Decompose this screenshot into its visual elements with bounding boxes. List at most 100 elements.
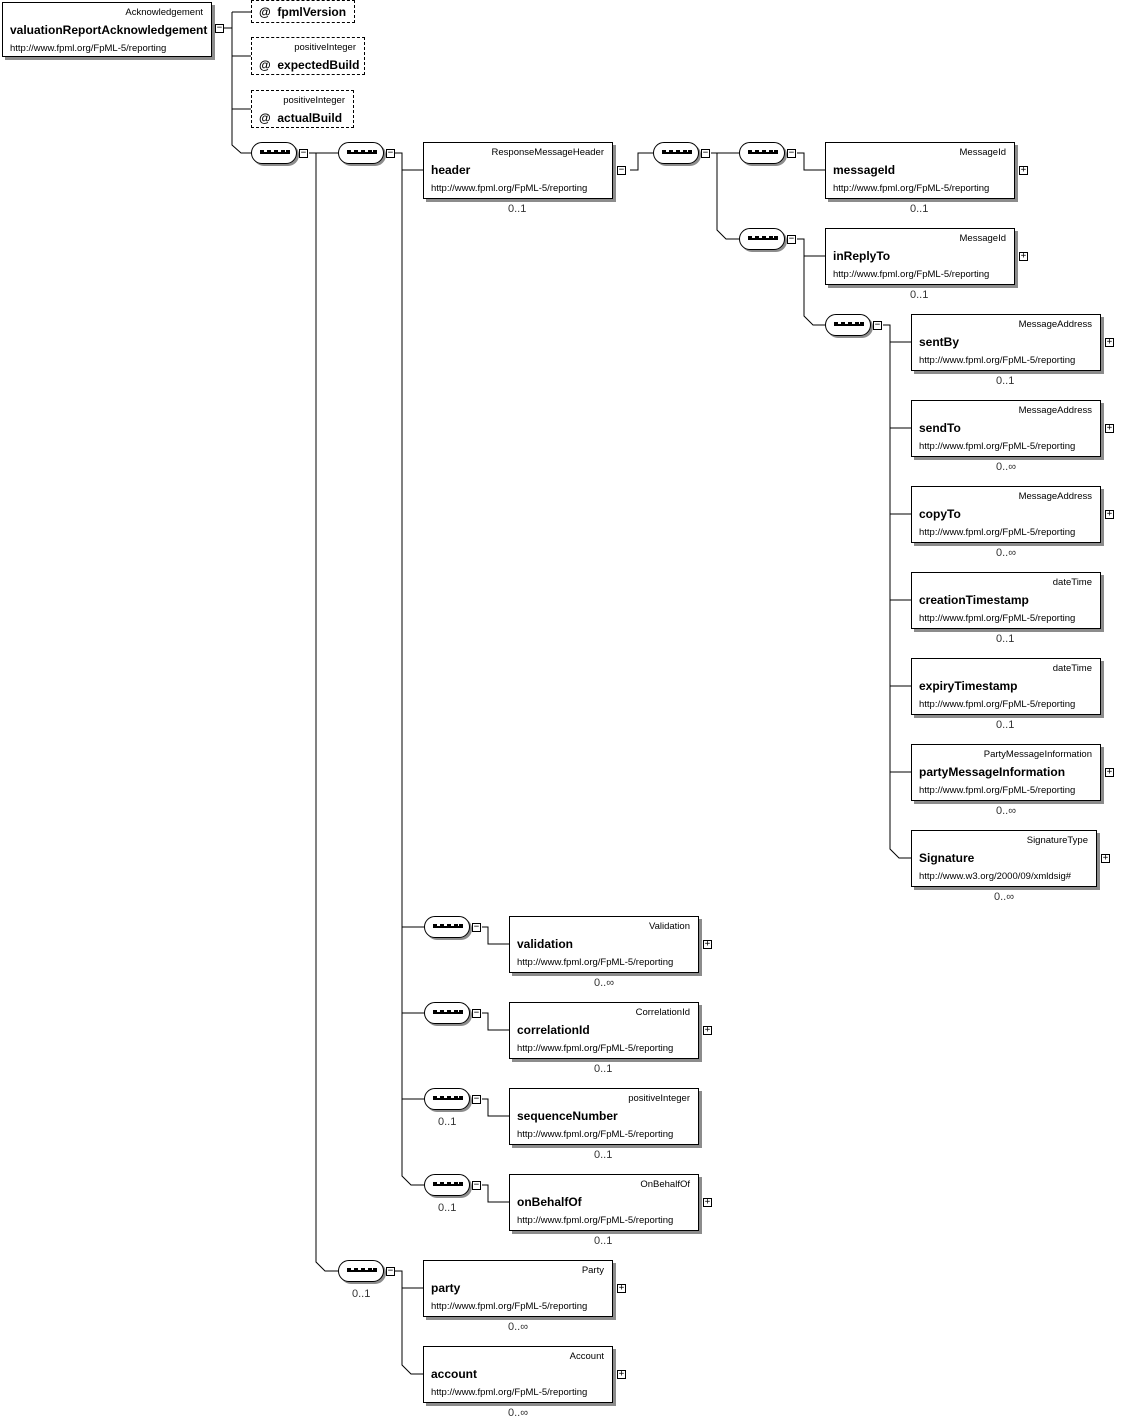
expand-toggle-icon[interactable]: + bbox=[1019, 251, 1028, 261]
sequence-compositor-icon[interactable] bbox=[251, 142, 297, 164]
collapse-toggle-icon[interactable]: − bbox=[386, 1266, 395, 1276]
expand-toggle-icon[interactable]: + bbox=[1105, 337, 1114, 347]
element-namespace: http://www.fpml.org/FpML-5/reporting bbox=[833, 183, 990, 194]
sequence-compositor-icon[interactable] bbox=[739, 228, 785, 250]
collapse-toggle-icon[interactable]: − bbox=[617, 165, 626, 175]
element-validation[interactable]: Validation validation http://www.fpml.org/… bbox=[509, 916, 699, 973]
element-namespace: http://www.fpml.org/FpML-5/reporting bbox=[431, 1301, 588, 1312]
collapse-toggle-icon[interactable]: − bbox=[299, 148, 308, 158]
sequence-compositor-icon[interactable] bbox=[424, 916, 470, 938]
attribute-expectedBuild[interactable]: positiveInteger @ expectedBuild bbox=[251, 37, 365, 75]
connector-line bbox=[309, 152, 338, 1272]
connector-line bbox=[883, 324, 911, 859]
sequence-compositor-icon[interactable] bbox=[825, 314, 871, 336]
element-type: dateTime bbox=[1052, 663, 1092, 674]
collapse-toggle-icon[interactable]: − bbox=[215, 23, 224, 33]
connector-line bbox=[482, 926, 509, 945]
element-name: party bbox=[431, 1281, 461, 1295]
cardinality-label: 0..∞ bbox=[996, 461, 1017, 473]
element-type: PartyMessageInformation bbox=[983, 749, 1092, 760]
expand-toggle-icon[interactable]: + bbox=[703, 1197, 712, 1207]
collapse-toggle-icon[interactable]: − bbox=[472, 1094, 481, 1104]
element-name: copyTo bbox=[919, 507, 961, 521]
element-name: sequenceNumber bbox=[517, 1109, 618, 1123]
element-type: OnBehalfOf bbox=[640, 1179, 690, 1190]
expand-toggle-icon[interactable]: + bbox=[1105, 423, 1114, 433]
sequence-compositor-icon[interactable] bbox=[338, 142, 384, 164]
attribute-fpmlVersion[interactable]: @ fpmlVersion bbox=[251, 0, 355, 23]
element-namespace: http://www.fpml.org/FpML-5/reporting bbox=[919, 785, 1076, 796]
attribute-label: @ actualBuild bbox=[259, 111, 343, 125]
cardinality-label: 0..∞ bbox=[508, 1407, 529, 1419]
collapse-toggle-icon[interactable]: − bbox=[472, 1180, 481, 1190]
cardinality-label: 0..∞ bbox=[996, 547, 1017, 559]
collapse-toggle-icon[interactable]: − bbox=[873, 320, 882, 330]
attribute-type: positiveInteger bbox=[294, 42, 356, 53]
expand-toggle-icon[interactable]: + bbox=[1105, 509, 1114, 519]
connector-line bbox=[630, 152, 653, 171]
element-namespace: http://www.fpml.org/FpML-5/reporting bbox=[919, 527, 1076, 538]
collapse-toggle-icon[interactable]: − bbox=[787, 148, 796, 158]
cardinality-label: 0..1 bbox=[594, 1063, 613, 1075]
attribute-type: positiveInteger bbox=[283, 95, 345, 106]
element-namespace: http://www.fpml.org/FpML-5/reporting bbox=[517, 957, 674, 968]
expand-toggle-icon[interactable]: + bbox=[617, 1369, 626, 1379]
collapse-toggle-icon[interactable]: − bbox=[787, 234, 796, 244]
attribute-actualBuild[interactable]: positiveInteger @ actualBuild bbox=[251, 90, 354, 128]
sequence-cardinality-label: 0..1 bbox=[438, 1202, 457, 1214]
element-namespace: http://www.fpml.org/FpML-5/reporting bbox=[431, 1387, 588, 1398]
root-element-box[interactable]: Acknowledgement valuationReportAcknowled… bbox=[2, 2, 212, 57]
element-type: Acknowledgement bbox=[125, 7, 203, 18]
element-name: onBehalfOf bbox=[517, 1195, 582, 1209]
collapse-toggle-icon[interactable]: − bbox=[472, 922, 481, 932]
element-type: MessageAddress bbox=[1018, 405, 1092, 416]
sequence-compositor-icon[interactable] bbox=[338, 1260, 384, 1282]
cardinality-label: 0..1 bbox=[996, 375, 1015, 387]
element-namespace: http://www.fpml.org/FpML-5/reporting bbox=[833, 269, 990, 280]
collapse-toggle-icon[interactable]: − bbox=[386, 148, 395, 158]
element-name: valuationReportAcknowledgement bbox=[10, 23, 208, 37]
element-name: inReplyTo bbox=[833, 249, 891, 263]
element-name: sentBy bbox=[919, 335, 960, 349]
element-name: partyMessageInformation bbox=[919, 765, 1066, 779]
element-name: header bbox=[431, 163, 471, 177]
element-namespace: http://www.fpml.org/FpML-5/reporting bbox=[919, 355, 1076, 366]
element-namespace: http://www.fpml.org/FpML-5/reporting bbox=[517, 1129, 674, 1140]
sequence-compositor-icon[interactable] bbox=[653, 142, 699, 164]
connector-line bbox=[482, 1012, 509, 1031]
element-name: validation bbox=[517, 937, 574, 951]
element-type: Account bbox=[569, 1351, 604, 1362]
sequence-compositor-icon[interactable] bbox=[424, 1088, 470, 1110]
element-type: Validation bbox=[648, 921, 690, 932]
element-partyMessageInformation[interactable]: PartyMessageInformation partyMessageInfor… bbox=[911, 744, 1101, 801]
expand-toggle-icon[interactable]: + bbox=[1105, 767, 1114, 777]
connector-line bbox=[231, 12, 251, 154]
expand-toggle-icon[interactable]: + bbox=[703, 1025, 712, 1035]
expand-toggle-icon[interactable]: + bbox=[703, 939, 712, 949]
sequence-cardinality-label: 0..1 bbox=[352, 1288, 371, 1300]
sequence-compositor-icon[interactable] bbox=[739, 142, 785, 164]
collapse-toggle-icon[interactable]: − bbox=[701, 148, 710, 158]
collapse-toggle-icon[interactable]: − bbox=[472, 1008, 481, 1018]
sequence-compositor-icon[interactable] bbox=[424, 1174, 470, 1196]
expand-toggle-icon[interactable]: + bbox=[617, 1283, 626, 1293]
cardinality-label: 0..∞ bbox=[508, 1321, 529, 1333]
expand-toggle-icon[interactable]: + bbox=[1101, 853, 1110, 863]
sequence-compositor-icon[interactable] bbox=[424, 1002, 470, 1024]
expand-toggle-icon[interactable]: + bbox=[1019, 165, 1028, 175]
